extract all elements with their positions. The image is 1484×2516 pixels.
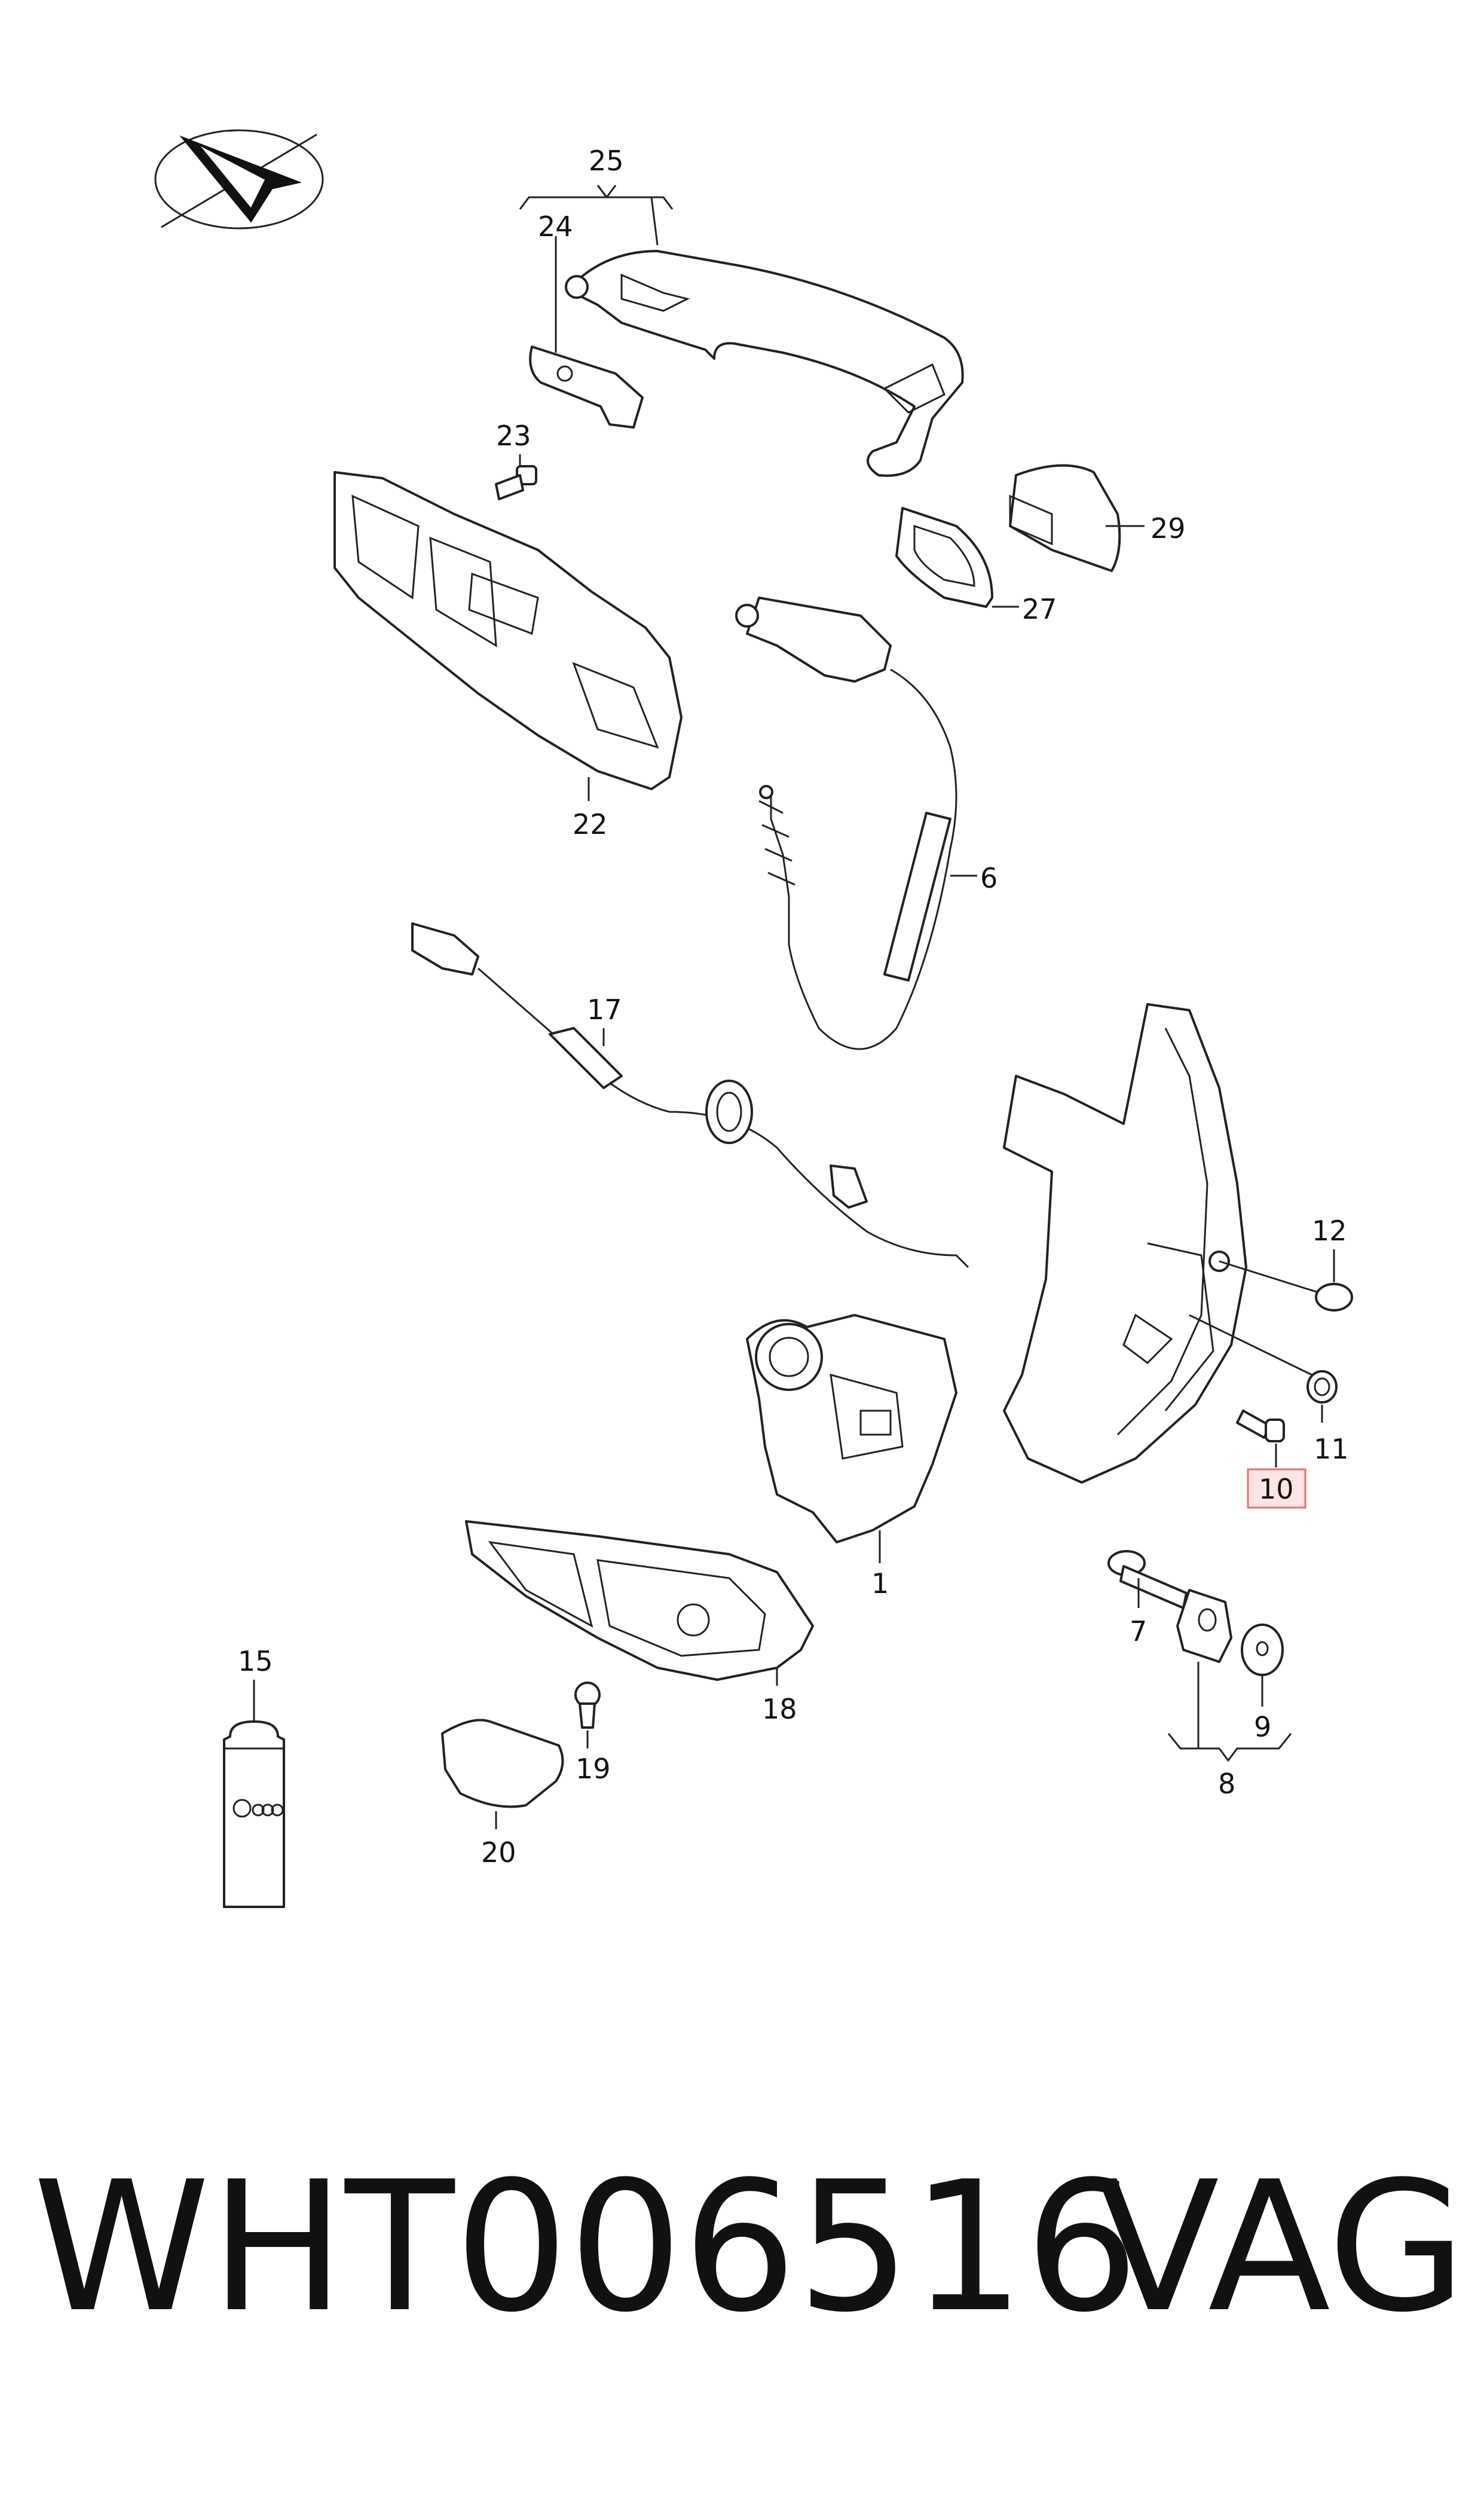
part-22-carrier-bracket (333, 471, 683, 790)
callout-1: 1 (871, 1567, 889, 1600)
part-12-plug (1315, 1283, 1353, 1312)
callout-29: 29 (1151, 512, 1186, 545)
part-9-washer (1241, 1624, 1284, 1676)
callout-9: 9 (1254, 1711, 1271, 1743)
callout-10: 10 (1259, 1473, 1294, 1505)
highlight-box-10 (1247, 1468, 1306, 1509)
part-17-cable (411, 922, 969, 1268)
callout-15: 15 (238, 1645, 273, 1677)
brand-name: VAG (1097, 2143, 1467, 2352)
part-27-gasket (895, 507, 993, 608)
callout-6: 6 (980, 862, 998, 894)
door-panel-section (1003, 1003, 1247, 1484)
callout-23: 23 (496, 420, 531, 452)
callout-27: 27 (1022, 593, 1057, 625)
bracket-25 (519, 185, 674, 353)
part-29-cap (1009, 464, 1121, 572)
callout-18: 18 (762, 1693, 797, 1725)
direction-arrow-icon (154, 129, 324, 230)
callout-12: 12 (1312, 1215, 1347, 1247)
callout-19: 19 (576, 1753, 611, 1785)
callout-25: 25 (589, 145, 624, 177)
part-24-gasket (529, 346, 644, 429)
part-10-screw (1236, 1410, 1285, 1442)
part-7-screw (1107, 1550, 1188, 1609)
vw-audi-logo-icon (232, 1799, 284, 1818)
callout-17: 17 (587, 993, 622, 1026)
bracket-8 (1167, 1733, 1292, 1762)
parts-diagram: 25 24 23 22 29 27 6 (154, 129, 1353, 1908)
part-25-exterior-handle (573, 250, 964, 477)
callout-7: 7 (1130, 1615, 1147, 1647)
part-23-screw (495, 465, 537, 500)
part-6-cable (735, 597, 957, 1050)
part-11-plug (1306, 1370, 1338, 1404)
part-8-striker-plate (1176, 1589, 1232, 1663)
callout-22: 22 (573, 808, 608, 840)
part-18-interior-handle (465, 1520, 814, 1681)
part-number: WHT006516 (33, 2143, 1139, 2352)
callout-24: 24 (538, 210, 573, 243)
part-19-screw (574, 1682, 601, 1729)
callout-8: 8 (1218, 1768, 1235, 1800)
part-20-cover (441, 1719, 564, 1808)
callout-11: 11 (1314, 1433, 1349, 1465)
callout-20: 20 (481, 1836, 516, 1869)
